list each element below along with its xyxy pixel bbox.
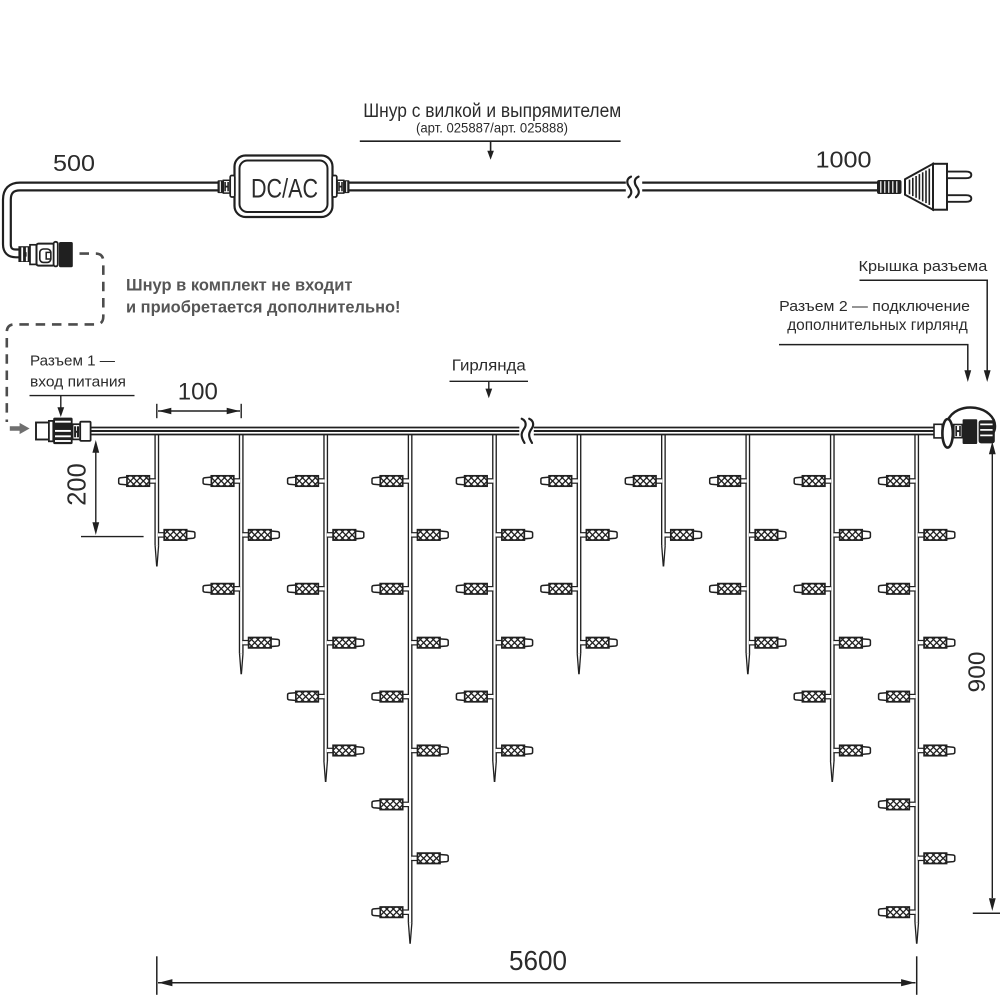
svg-text:DC/AC: DC/AC [251, 174, 318, 204]
svg-text:Шнур с вилкой и выпрямителем: Шнур с вилкой и выпрямителем [363, 100, 621, 122]
svg-text:Шнур в комплект не входит: Шнур в комплект не входит [126, 276, 353, 295]
svg-text:900: 900 [964, 652, 991, 693]
svg-text:вход питания: вход питания [30, 373, 126, 390]
svg-text:и приобретается дополнительно!: и приобретается дополнительно! [126, 298, 401, 317]
svg-text:(арт. 025887/арт. 025888): (арт. 025887/арт. 025888) [416, 121, 568, 136]
svg-text:Разъем 1 —: Разъем 1 — [30, 352, 116, 369]
svg-text:500: 500 [53, 150, 95, 176]
svg-text:100: 100 [178, 379, 218, 406]
svg-text:Крышка разъема: Крышка разъема [859, 258, 988, 275]
svg-text:1000: 1000 [816, 147, 872, 173]
svg-text:дополнительных гирлянд: дополнительных гирлянд [787, 317, 968, 334]
svg-text:Гирлянда: Гирлянда [452, 358, 526, 375]
svg-text:Разъем 2 — подключение: Разъем 2 — подключение [779, 298, 970, 315]
svg-text:5600: 5600 [509, 945, 567, 976]
svg-text:200: 200 [64, 463, 92, 506]
